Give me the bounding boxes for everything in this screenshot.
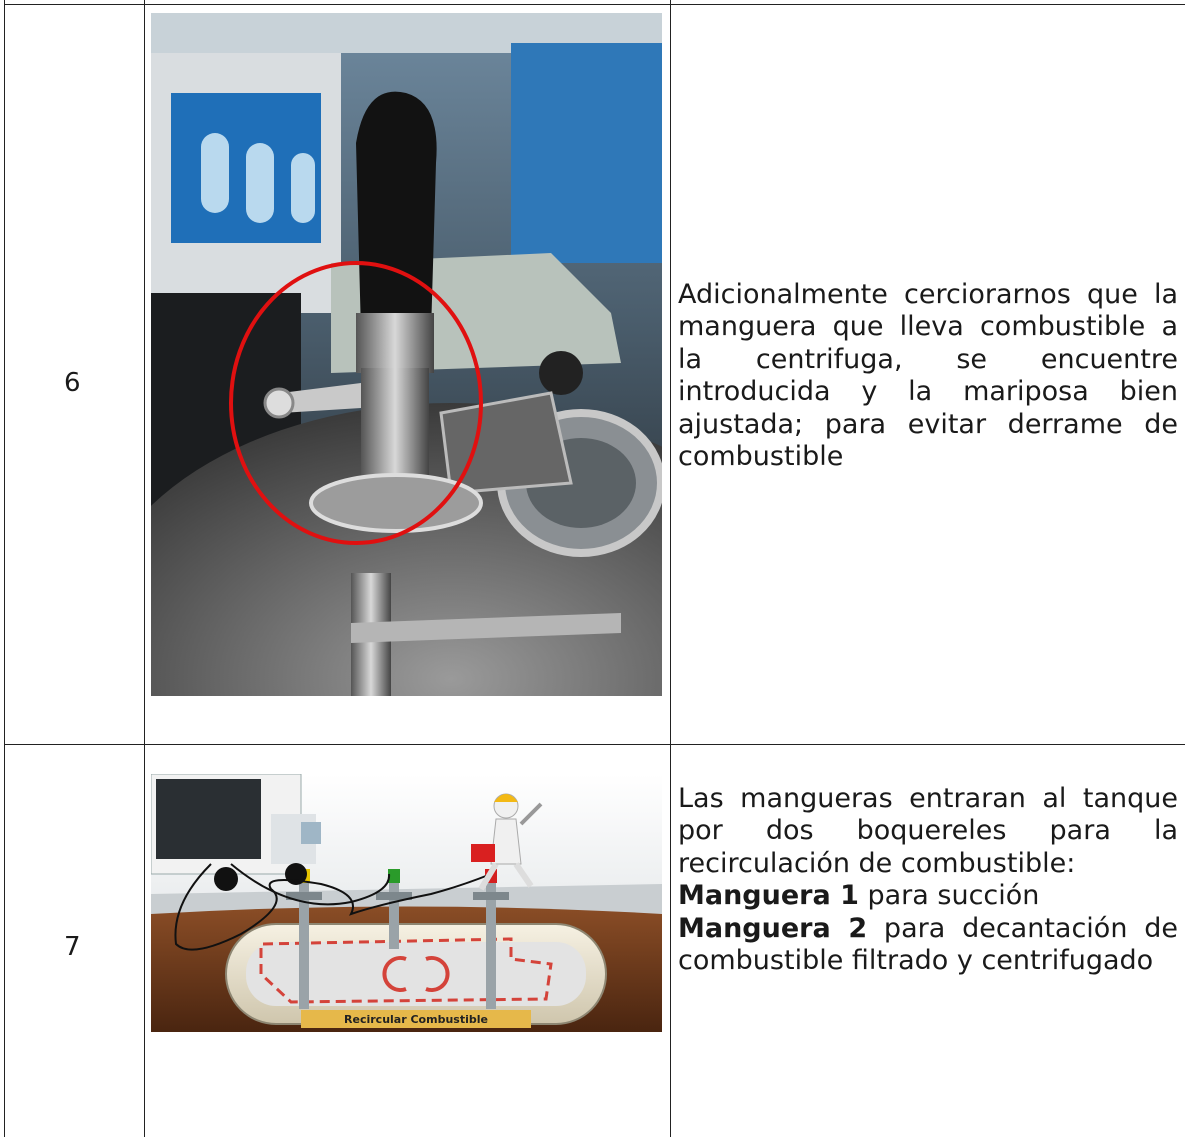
table-border-row-divider [4,744,1185,745]
hose-2-desc: para decantación de combustible filtrado… [678,912,1178,976]
hose-clamp-photo [151,13,662,696]
step-number: 6 [64,368,81,398]
hose-2-label: Manguera 2 [678,912,868,944]
table-border-col2 [670,0,671,1137]
hose-1-item: Manguera 1 para succión [678,880,1178,912]
table-border-col1 [144,0,145,1137]
step-6-text: Adicionalmente cerciorarnos que la mangu… [678,279,1178,472]
hose-1-label: Manguera 1 [678,880,859,912]
table-border-top [4,4,1185,5]
hose-2-item: Manguera 2 para decantación de combustib… [678,913,1178,978]
hose-1-desc: para succión [858,880,1040,912]
step-number: 7 [64,932,81,962]
step-6-description: Adicionalmente cerciorarnos que la mangu… [678,279,1178,473]
recirculation-diagram: Recircular Combustible [151,774,662,1032]
diagram-caption: Recircular Combustible [344,1013,488,1026]
step-7-description: Las mangueras entraran al tanque por dos… [678,783,1178,977]
table-border-left [4,0,5,1137]
step-7-intro: Las mangueras entraran al tanque por dos… [678,783,1178,879]
